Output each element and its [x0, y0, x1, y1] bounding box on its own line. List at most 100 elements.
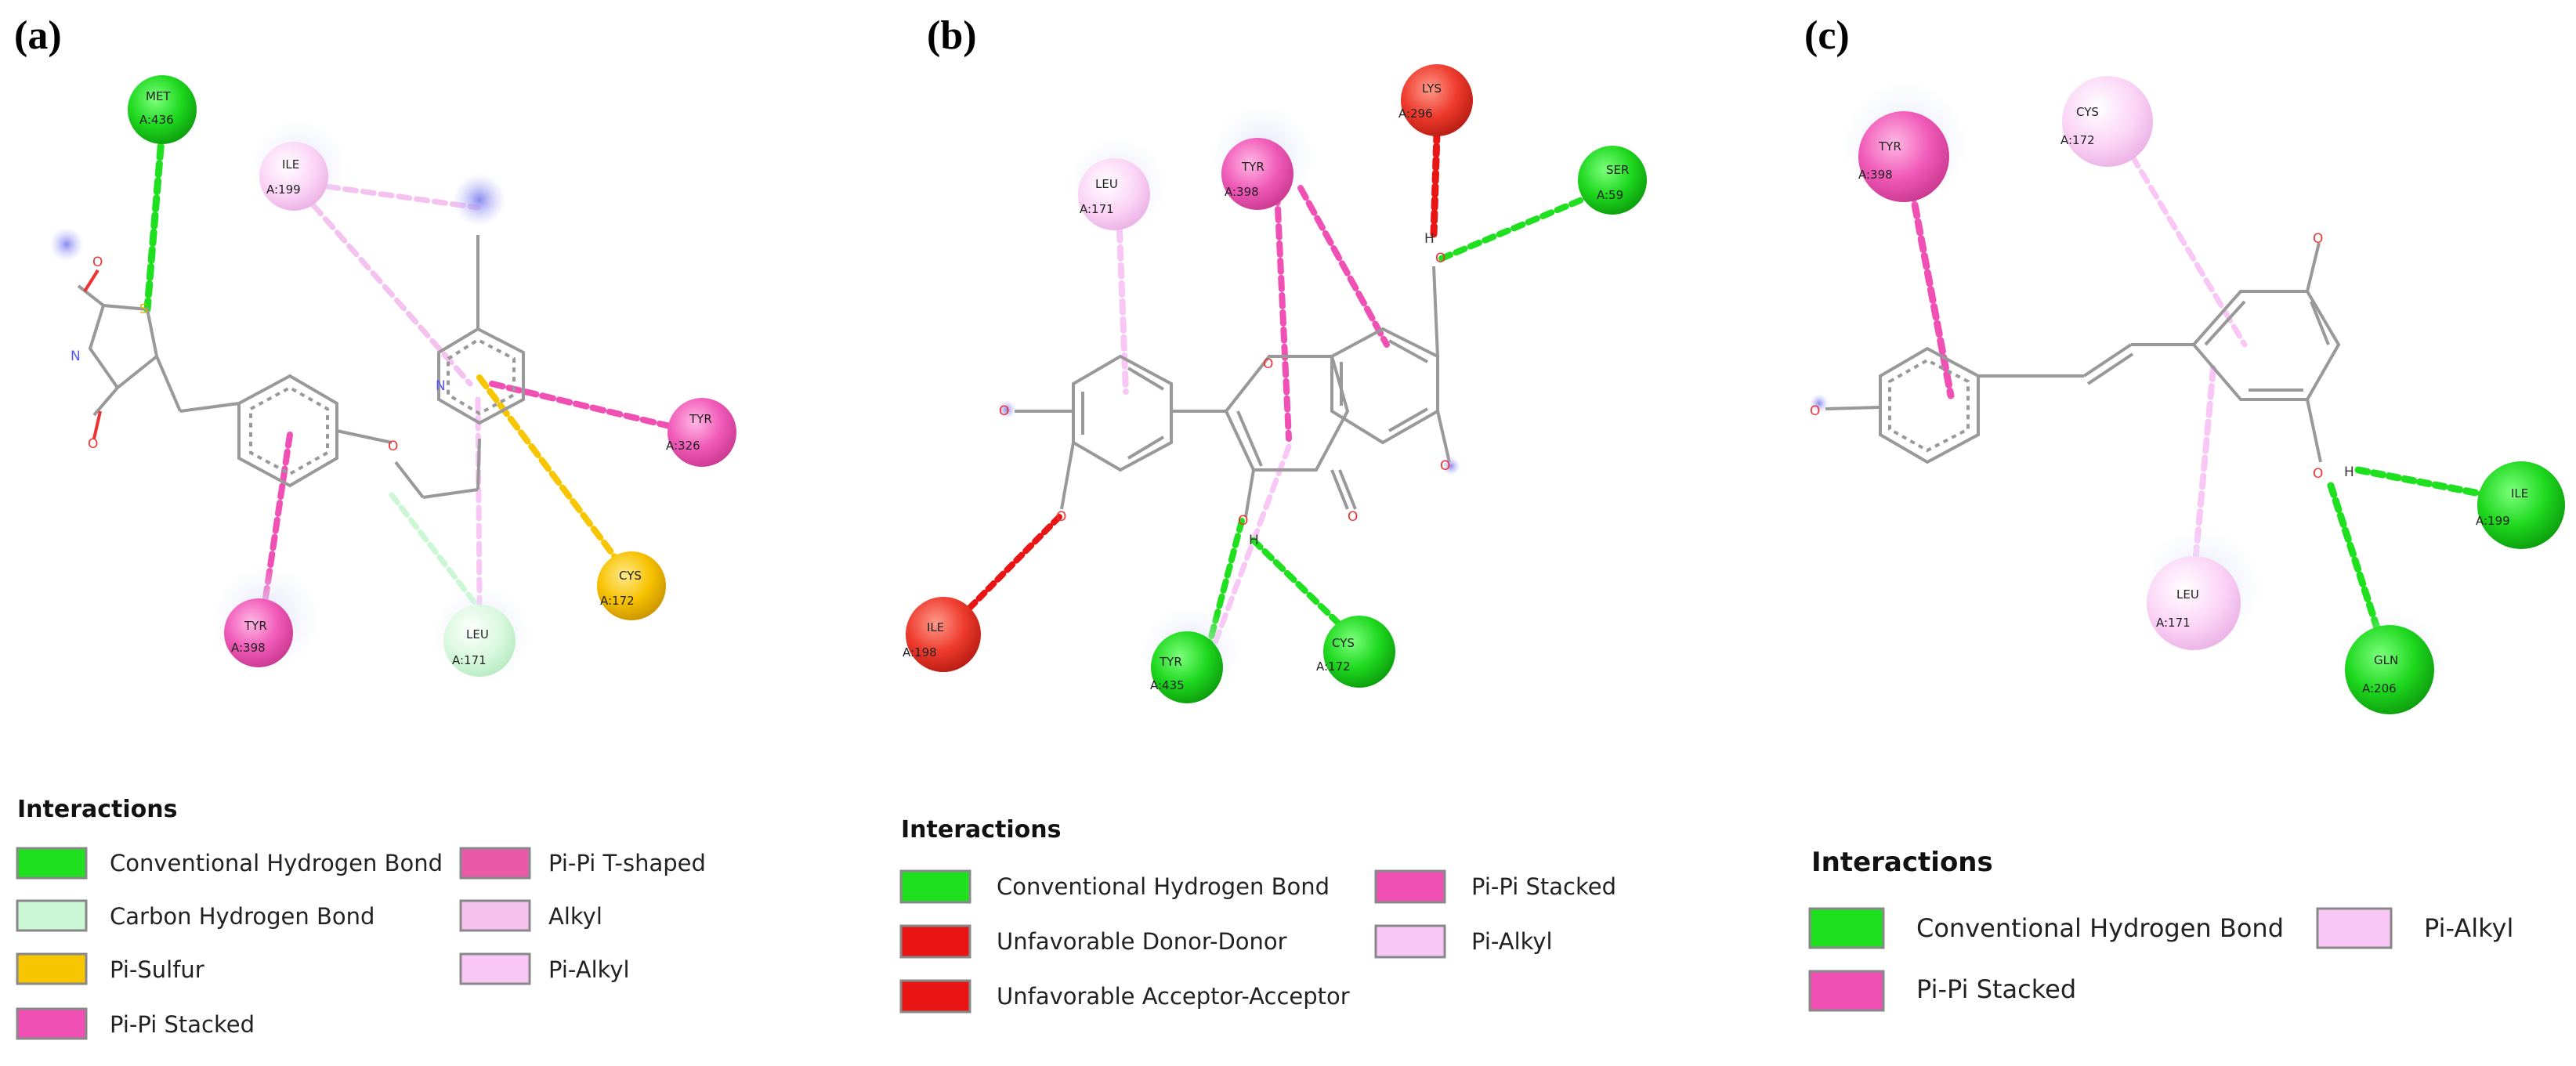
- legend-title: Interactions: [1811, 847, 1993, 878]
- residue-id: A:59: [1597, 188, 1623, 202]
- legend-item: Pi-Pi Stacked: [1374, 869, 1616, 904]
- atom-n: N: [71, 349, 81, 364]
- residue-leu171[interactable]: LEU A:171: [2142, 528, 2261, 650]
- atom-o: O: [1238, 513, 1248, 529]
- legend-label: Pi-Pi T-shaped: [548, 850, 706, 876]
- panel-a-label: (a): [14, 13, 62, 58]
- residue-ile199[interactable]: ILE A:199: [251, 120, 348, 217]
- legend-item: Conventional Hydrogen Bond: [1808, 907, 2284, 949]
- residue-tyr398[interactable]: TYR A:398: [213, 566, 320, 672]
- legend-swatch: [16, 899, 88, 932]
- legend-title: Interactions: [17, 796, 177, 823]
- panel-b-atoms: O O O O O H O H O: [999, 231, 1450, 548]
- residue-gln206[interactable]: GLN A:206: [2336, 611, 2446, 721]
- legend-item: Pi-Pi Stacked: [1808, 970, 2076, 1012]
- residue-id: A:398: [231, 641, 266, 655]
- legend-item: Unfavorable Donor-Donor: [899, 924, 1287, 959]
- residue-cys172[interactable]: CYS A:172: [2060, 76, 2153, 167]
- residue-ile199[interactable]: ILE A:199: [2476, 461, 2565, 549]
- residue-tyr435[interactable]: TYR A:435: [1142, 605, 1239, 703]
- pialkyl-ile199-line: [298, 189, 473, 387]
- residue-id: A:172: [600, 594, 635, 608]
- residue-id: A:171: [2156, 616, 2191, 630]
- residue-name: LEU: [1095, 177, 1118, 191]
- panel-b-ligand: [997, 266, 1460, 518]
- legend-item: Conventional Hydrogen Bond: [16, 847, 443, 880]
- residue-ile198[interactable]: ILE A:198: [903, 597, 981, 672]
- legend-label: Carbon Hydrogen Bond: [110, 903, 374, 930]
- pialkyl-leu171-line: [2191, 365, 2216, 583]
- residue-name: TYR: [689, 412, 712, 426]
- legend-label: Conventional Hydrogen Bond: [110, 850, 443, 876]
- residue-leu171[interactable]: LEU A:171: [433, 586, 530, 683]
- panel-a-atoms: N S O O O N: [71, 255, 446, 454]
- atom-o: O: [1435, 251, 1445, 266]
- atom-o-2: O: [88, 436, 98, 452]
- legend-label: Pi-Pi Stacked: [1916, 974, 2076, 1004]
- legend-label: Unfavorable Donor-Donor: [997, 928, 1287, 955]
- residue-lys296[interactable]: LYS A:296: [1398, 64, 1473, 136]
- residue-tyr398[interactable]: TYR A:398: [1211, 105, 1315, 210]
- legend-label: Alkyl: [548, 903, 602, 930]
- legend-item: Pi-Alkyl: [2316, 907, 2513, 949]
- residue-met436[interactable]: MET A:436: [128, 75, 197, 144]
- residue-ser59[interactable]: SER A:59: [1578, 146, 1647, 215]
- unfav-lys296-line: [1430, 129, 1441, 239]
- panel-a-legend: Interactions Conventional Hydrogen Bond …: [16, 796, 706, 1040]
- residue-name: CYS: [2076, 105, 2099, 119]
- residue-leu171[interactable]: LEU A:171: [1069, 138, 1166, 235]
- legend-item: Pi-Alkyl: [1374, 924, 1553, 959]
- legend-item: Alkyl: [459, 899, 602, 932]
- legend-item: Conventional Hydrogen Bond: [899, 869, 1330, 904]
- legend-item: Pi-Alkyl: [459, 952, 630, 985]
- residue-name: ILE: [2511, 486, 2528, 500]
- panel-c-residues: TYR A:398 CYS A:172 ILE A:199 LEU A:171: [1843, 76, 2565, 721]
- legend-swatch: [1808, 970, 1885, 1012]
- atom-h: H: [1249, 533, 1259, 548]
- atom-o: O: [1810, 403, 1820, 419]
- legend-item: Carbon Hydrogen Bond: [16, 899, 374, 932]
- pisulfur-cys172-line: [476, 374, 622, 566]
- atom-o: O: [1056, 509, 1066, 525]
- panel-c-label: (c): [1804, 13, 1850, 58]
- residue-id: A:199: [266, 182, 301, 197]
- legend-swatch: [459, 847, 531, 880]
- legend-item: Pi-Sulfur: [16, 952, 204, 985]
- residue-cys172[interactable]: CYS A:172: [597, 551, 666, 620]
- pialkyl-tyr435-line: [1203, 443, 1292, 669]
- residue-cys172[interactable]: CYS A:172: [1316, 616, 1395, 688]
- pistacked-tyr398-b: [1297, 185, 1390, 348]
- residue-id: A:171: [452, 653, 487, 667]
- atom-h: H: [2344, 464, 2354, 480]
- panel-a-interactions: [143, 125, 693, 622]
- pialkyl-cys172-line: [2120, 138, 2248, 348]
- residue-tyr398[interactable]: TYR A:398: [1843, 82, 1968, 208]
- atom-o-3: O: [388, 439, 398, 454]
- residue-name: ILE: [282, 157, 299, 172]
- residue-name: LEU: [2176, 587, 2199, 602]
- residue-name: TYR: [1159, 655, 1182, 669]
- panel-a-ligand: [49, 173, 525, 499]
- legend-label: Pi-Pi Stacked: [110, 1011, 255, 1038]
- residue-tyr326[interactable]: TYR A:326: [666, 398, 736, 467]
- legend-label: Pi-Alkyl: [2424, 913, 2513, 943]
- atom-o: O: [999, 403, 1009, 419]
- residue-name: TYR: [1878, 139, 1901, 154]
- legend-swatch: [899, 979, 971, 1014]
- legend-swatch: [899, 869, 971, 904]
- unfav-ile198-line: [954, 514, 1062, 623]
- panel-b-residues: LYS A:296 SER A:59 LEU A:171 TYR A:398: [903, 64, 1647, 703]
- residue-name: CYS: [619, 569, 642, 583]
- legend-label: Pi-Alkyl: [1471, 928, 1553, 955]
- legend-label: Conventional Hydrogen Bond: [997, 873, 1330, 900]
- panel-b: (b): [899, 13, 1647, 1014]
- residue-id: A:326: [666, 439, 700, 453]
- atom-o: O: [1263, 356, 1273, 372]
- pialkyl-leu171-line: [475, 396, 483, 606]
- legend-label: Pi-Sulfur: [110, 956, 204, 983]
- residue-id: A:172: [1316, 659, 1351, 674]
- residue-id: A:398: [1858, 168, 1893, 182]
- residue-id: A:296: [1398, 107, 1433, 121]
- legend-title: Interactions: [901, 816, 1061, 844]
